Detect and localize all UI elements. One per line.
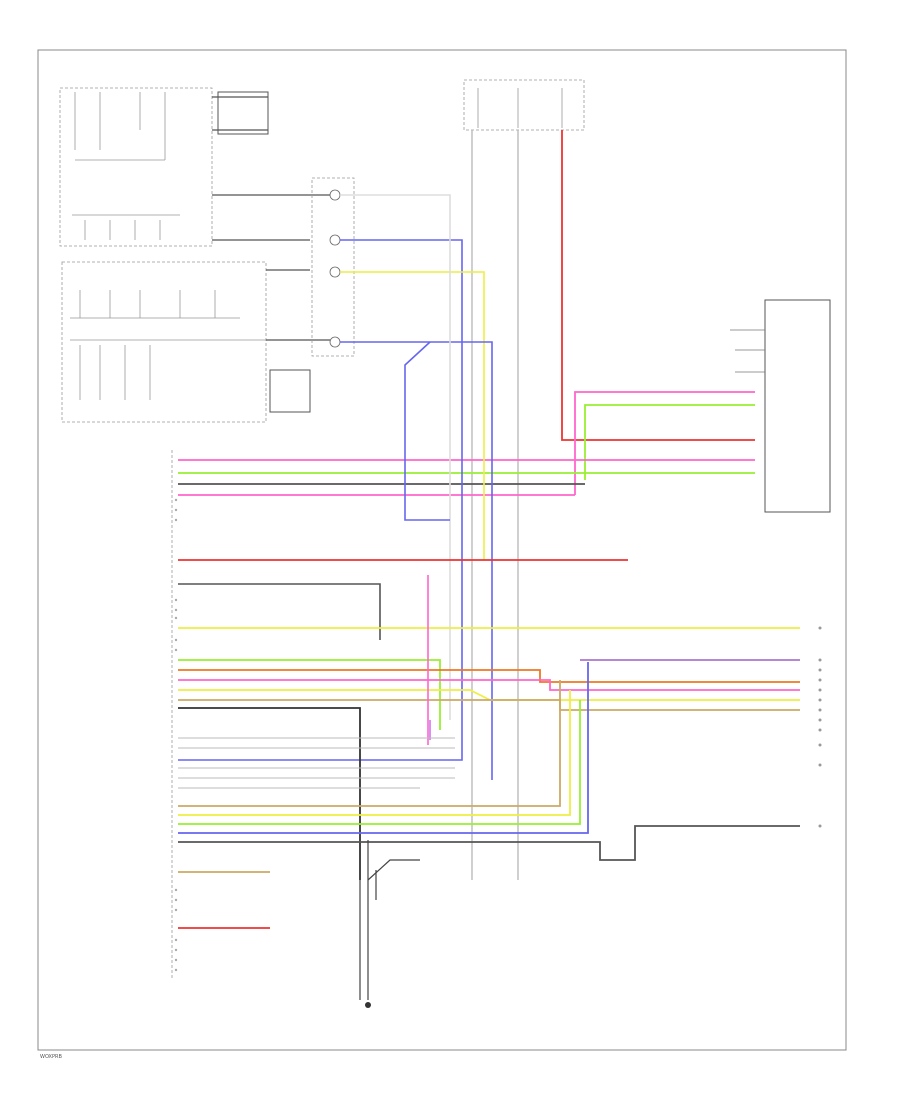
lower-bus-wires — [178, 662, 800, 861]
right-pin-markers — [818, 626, 822, 828]
top-left-wires — [212, 96, 340, 341]
clock-spring-wires — [178, 194, 493, 780]
left-pin-markers — [174, 498, 178, 972]
clock-spring-box — [311, 177, 355, 357]
top-fuse-module — [463, 79, 585, 131]
right-module-wires — [574, 391, 755, 495]
clock-spring-terminals — [329, 189, 341, 348]
right-module-small-wires — [730, 329, 765, 373]
twisted-pair-to-ground — [359, 840, 420, 1000]
gray-ground-wire — [178, 583, 381, 640]
upper-harness-wires — [178, 459, 668, 496]
right-module — [764, 299, 831, 513]
lower-gray-wires — [178, 737, 455, 789]
diagram-frame — [37, 49, 847, 1051]
connector-boxes — [217, 91, 311, 413]
mid-bus-wires — [178, 659, 800, 880]
steering-switch-block-top — [59, 87, 213, 247]
fuse-drop-wires — [471, 130, 755, 880]
ground-symbol — [365, 1002, 371, 1008]
steering-switch-block-main — [61, 261, 270, 423]
footer-code: WOXPRB — [40, 1054, 62, 1060]
